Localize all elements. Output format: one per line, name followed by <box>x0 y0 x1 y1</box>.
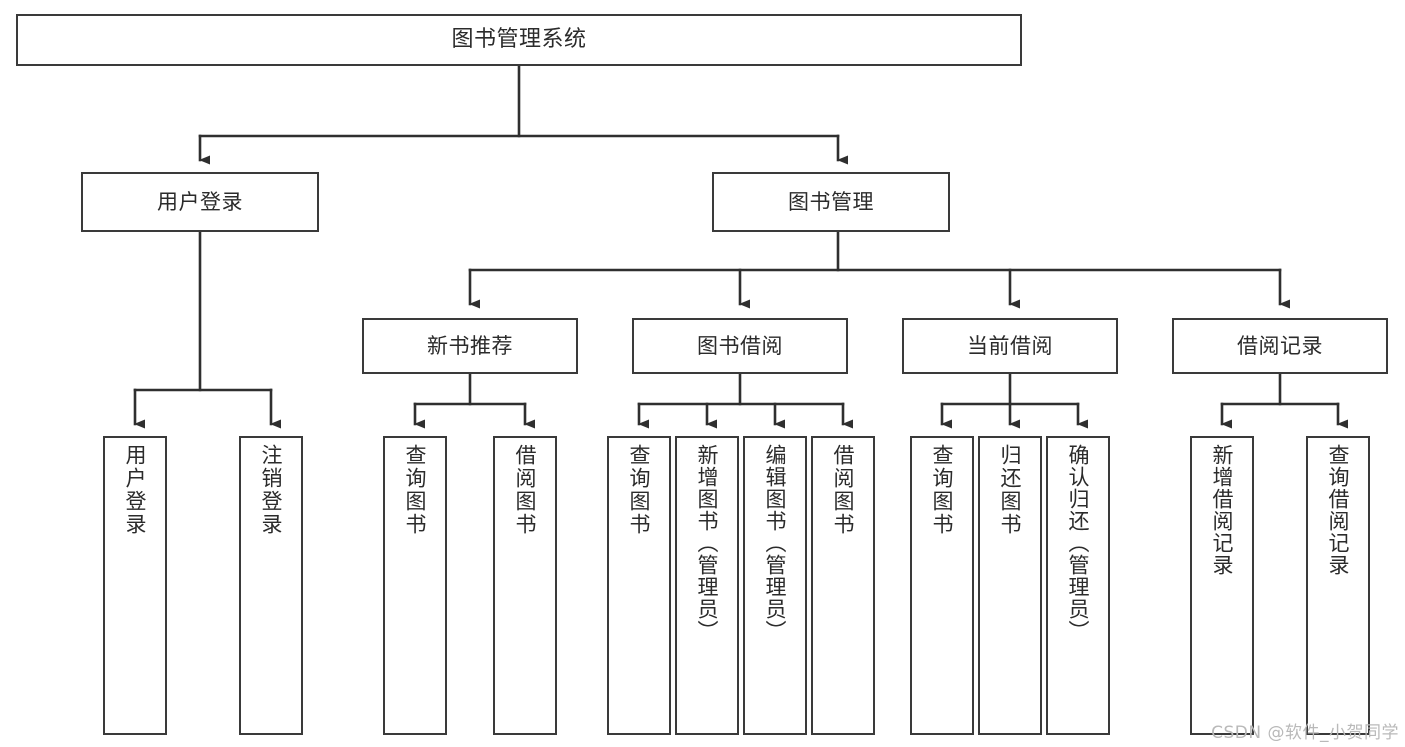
node-borrow-record-label: 借阅记录 <box>1237 333 1323 358</box>
node-root-label: 图书管理系统 <box>451 26 587 52</box>
node-book-manage[interactable]: 图书管理 <box>712 172 950 232</box>
csdn-watermark: CSDN @软件_小贺同学 <box>1211 723 1399 743</box>
node-leaf-query-book-1-label: 查询图书 <box>403 444 428 536</box>
node-leaf-return-book-label: 归还图书 <box>998 444 1023 536</box>
node-leaf-user-login-label: 用户登录 <box>123 444 148 536</box>
node-leaf-add-record-label: 新增借阅记录 <box>1210 444 1235 576</box>
node-leaf-query-book-2-label: 查询图书 <box>627 444 652 536</box>
node-leaf-add-record[interactable]: 新增借阅记录 <box>1190 436 1254 735</box>
node-leaf-query-book-3-label: 查询图书 <box>930 444 955 536</box>
node-leaf-logout-label: 注销登录 <box>259 444 284 536</box>
node-root[interactable]: 图书管理系统 <box>16 14 1022 66</box>
node-leaf-add-book[interactable]: 新增图书（管理员） <box>675 436 739 735</box>
node-new-book-recommend-label: 新书推荐 <box>427 333 513 358</box>
node-leaf-query-book-2[interactable]: 查询图书 <box>607 436 671 735</box>
node-leaf-return-book[interactable]: 归还图书 <box>978 436 1042 735</box>
node-leaf-query-book-1[interactable]: 查询图书 <box>383 436 447 735</box>
node-leaf-borrow-book-2[interactable]: 借阅图书 <box>811 436 875 735</box>
node-book-borrow-label: 图书借阅 <box>697 333 783 358</box>
node-current-borrow-label: 当前借阅 <box>967 333 1053 358</box>
node-leaf-confirm-return[interactable]: 确认归还（管理员） <box>1046 436 1110 735</box>
node-leaf-user-login[interactable]: 用户登录 <box>103 436 167 735</box>
node-user-login[interactable]: 用户登录 <box>81 172 319 232</box>
node-leaf-borrow-book-2-label: 借阅图书 <box>831 444 856 536</box>
node-leaf-query-record[interactable]: 查询借阅记录 <box>1306 436 1370 735</box>
node-borrow-record[interactable]: 借阅记录 <box>1172 318 1388 374</box>
node-current-borrow[interactable]: 当前借阅 <box>902 318 1118 374</box>
node-leaf-logout[interactable]: 注销登录 <box>239 436 303 735</box>
node-book-manage-label: 图书管理 <box>788 189 874 214</box>
node-leaf-borrow-book-1-label: 借阅图书 <box>513 444 538 536</box>
node-leaf-confirm-return-label: 确认归还（管理员） <box>1066 444 1091 642</box>
node-leaf-query-book-3[interactable]: 查询图书 <box>910 436 974 735</box>
node-leaf-edit-book-label: 编辑图书（管理员） <box>763 444 788 642</box>
node-user-login-label: 用户登录 <box>157 189 243 214</box>
node-new-book-recommend[interactable]: 新书推荐 <box>362 318 578 374</box>
node-leaf-add-book-label: 新增图书（管理员） <box>695 444 720 642</box>
node-leaf-query-record-label: 查询借阅记录 <box>1326 444 1351 576</box>
node-leaf-borrow-book-1[interactable]: 借阅图书 <box>493 436 557 735</box>
node-book-borrow[interactable]: 图书借阅 <box>632 318 848 374</box>
node-leaf-edit-book[interactable]: 编辑图书（管理员） <box>743 436 807 735</box>
